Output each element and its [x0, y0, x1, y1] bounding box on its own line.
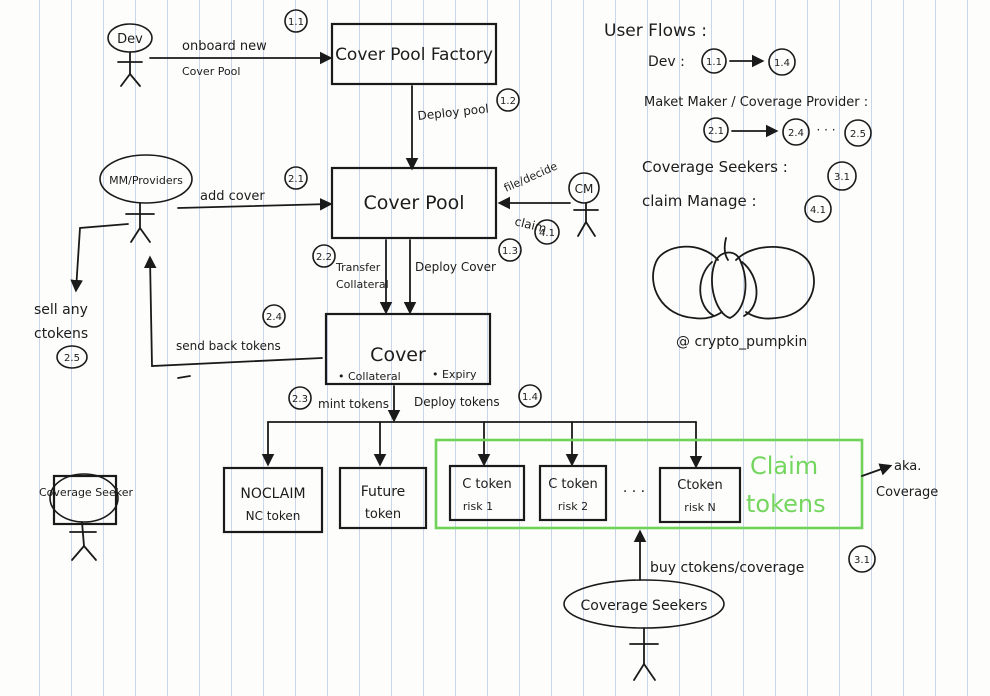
deploy-cover-label: Deploy Cover: [415, 260, 496, 274]
future-token-box: Future token: [338, 466, 428, 530]
coverage-seeker-label: Coverage Seeker: [39, 486, 133, 499]
ctoken2-line2: risk 2: [558, 500, 588, 513]
deploy-tokens-label: Deploy tokens: [414, 395, 500, 409]
svg-text:4.1: 4.1: [539, 228, 555, 239]
ctoken2-line1: C token: [548, 477, 598, 492]
svg-text:3.1: 3.1: [854, 555, 870, 566]
noclaim-line1: NOCLAIM: [240, 486, 305, 502]
ctoken1-line1: C token: [462, 477, 512, 492]
user-flows-title: User Flows :: [604, 21, 707, 41]
svg-text:2.1: 2.1: [288, 174, 304, 185]
user-flow-mm-b: 2.4: [788, 128, 804, 139]
onboard-label-line2: Cover Pool: [182, 65, 240, 78]
send-back-label: send back tokens: [176, 339, 281, 353]
claim-tokens-label-line2: tokens: [746, 490, 826, 518]
svg-text:2.2: 2.2: [316, 252, 332, 263]
user-flow-claim-step: 4.1: [810, 205, 826, 216]
step-badge-1-2: 1.2: [496, 88, 520, 112]
cover-box: Cover • Collateral • Expiry: [324, 312, 492, 386]
step-badge-2-5: 2.5: [56, 345, 88, 369]
aka-line2: Coverage: [876, 485, 938, 500]
cm-actor: CM: [568, 172, 600, 237]
svg-text:1.2: 1.2: [500, 96, 516, 107]
aka-arrow: [861, 463, 893, 477]
deploy-pool-label: Deploy pool: [417, 102, 490, 123]
ctoken-ellipsis: · · ·: [623, 484, 645, 500]
dev-actor-label: Dev: [117, 32, 143, 47]
ctoken-riskN-box: Ctoken risk N: [658, 466, 742, 524]
svg-text:1.1: 1.1: [288, 17, 304, 28]
user-flow-dev-to: 1.4: [774, 58, 790, 69]
user-flow-seekers-step: 3.1: [834, 172, 850, 183]
step-badge-2-3: 2.3: [288, 386, 312, 410]
step-badge-2-2: 2.2: [312, 244, 336, 268]
add-cover-label: add cover: [200, 189, 265, 204]
cover-pool-factory-box: Cover Pool Factory: [330, 22, 498, 86]
cover-expiry-label: • Expiry: [432, 368, 477, 381]
ctokenN-line1: Ctoken: [677, 478, 722, 493]
send-back-tokens-arrow: [143, 255, 323, 367]
step-badge-1-3: 1.3: [498, 238, 522, 262]
user-flow-dev-from: 1.1: [706, 57, 722, 68]
claim-tokens-label-line1: Claim: [750, 452, 818, 480]
cover-pool-label: Cover Pool: [364, 192, 465, 214]
step-badge-1-1: 1.1: [284, 9, 308, 33]
cover-pool-box: Cover Pool: [330, 166, 498, 240]
coverage-seeker-actor: Coverage Seeker: [39, 473, 133, 561]
buy-label: buy ctokens/coverage: [650, 560, 804, 576]
aka-line1: aka.: [894, 459, 921, 474]
mm-providers-actor: MM/Providers: [99, 154, 193, 243]
ctoken1-line2: risk 1: [463, 500, 493, 513]
cover-pool-factory-label: Cover Pool Factory: [335, 45, 493, 65]
sell-ctokens-arrow: [70, 223, 129, 293]
user-flow-mm-label: Maket Maker / Coverage Provider :: [644, 95, 868, 110]
ctokenN-line2: risk N: [684, 501, 715, 514]
user-flow-seekers-label: Coverage Seekers :: [642, 158, 788, 176]
future-line1: Future: [361, 484, 406, 500]
cover-collateral-label: • Collateral: [338, 370, 401, 383]
cover-label: Cover: [370, 344, 426, 366]
svg-text:2.4: 2.4: [266, 312, 282, 323]
user-flow-mm-c: 2.5: [850, 129, 866, 140]
dev-actor: Dev: [107, 23, 153, 87]
user-flows-legend: User Flows : Dev : 1.1 1.4 Maket Maker /…: [604, 21, 872, 223]
onboard-label-line1: onboard new: [182, 39, 267, 54]
cm-actor-label: CM: [575, 182, 594, 196]
user-flow-mm-a: 2.1: [708, 126, 724, 137]
user-flow-claim-label: claim Manage :: [642, 192, 757, 210]
add-cover-arrow: [177, 197, 333, 211]
mm-providers-label: MM/Providers: [109, 174, 183, 187]
step-badge-4-1: 4.1: [534, 219, 560, 245]
sell-label-line2: ctokens: [34, 326, 88, 342]
sell-label-line1: sell any: [34, 302, 88, 318]
claim-tokens-group: [434, 438, 864, 530]
mint-tokens-label: mint tokens: [318, 397, 389, 411]
future-line2: token: [365, 507, 401, 522]
noclaim-token-box: NOCLAIM NC token: [222, 466, 324, 534]
user-flow-dev-label: Dev :: [648, 54, 685, 70]
file-decide-label: file/decide: [502, 160, 560, 195]
step-badge-2-1: 2.1: [284, 166, 308, 190]
ctoken-risk1-box: C token risk 1: [448, 464, 526, 522]
svg-text:1.4: 1.4: [522, 392, 538, 403]
step-badge-1-4: 1.4: [518, 384, 542, 408]
transfer-label-line1: Transfer: [335, 261, 381, 274]
transfer-label-line2: Collateral: [336, 278, 389, 291]
coverage-seekers-actor: Coverage Seekers: [563, 579, 725, 681]
pumpkin-drawing: [652, 237, 815, 320]
svg-text:2.5: 2.5: [64, 353, 80, 364]
svg-text:2.3: 2.3: [292, 394, 308, 405]
ctoken-risk2-box: C token risk 2: [538, 464, 608, 522]
noclaim-line2: NC token: [246, 509, 301, 523]
credit-label: @ crypto_pumpkin: [676, 334, 807, 350]
step-badge-2-4: 2.4: [262, 304, 286, 328]
user-flow-mm-dots: · · ·: [816, 123, 835, 137]
svg-text:1.3: 1.3: [502, 246, 518, 257]
coverage-seekers-label: Coverage Seekers: [581, 598, 708, 614]
step-badge-3-1-buy: 3.1: [848, 545, 876, 573]
